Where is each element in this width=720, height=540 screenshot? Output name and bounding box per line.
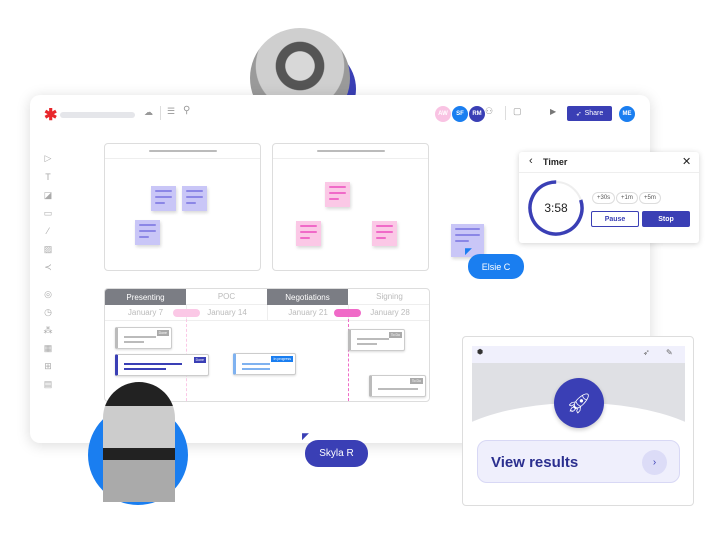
rocket-icon: 🚀︎ [566, 392, 592, 415]
tool-grid-icon[interactable]: ▦ [43, 343, 53, 353]
sticky-note[interactable] [325, 182, 350, 207]
sticky-note[interactable] [182, 186, 207, 211]
collaborator-avatar[interactable]: SF [452, 106, 468, 122]
tool-timer-icon[interactable]: ◷ [44, 307, 52, 317]
frame-2[interactable] [272, 143, 429, 271]
tool-shape-icon[interactable]: ▭ [43, 208, 53, 218]
user-photo-bottom [103, 382, 175, 502]
results-card: ⬢ ➶ ✎ 🚀︎ View results › [462, 336, 694, 506]
rocket-badge: 🚀︎ [554, 378, 604, 428]
chevron-right-icon: › [642, 450, 667, 475]
phase-poc[interactable]: POC [186, 289, 267, 305]
cursor-pointer-icon: ◤ [465, 246, 472, 256]
edit-icon[interactable]: ✎ [666, 348, 673, 357]
back-icon[interactable]: ‹ [529, 155, 533, 167]
tool-diagram-icon[interactable]: ⁂ [43, 325, 53, 335]
cursor-label-skyla: Skyla R [305, 440, 368, 467]
phase-negotiations[interactable]: Negotiations [267, 289, 348, 305]
collaborators-icon[interactable]: ⚇ [485, 106, 494, 116]
tool-image-icon[interactable]: ▨ [43, 244, 53, 254]
task-card[interactable]: Done [115, 354, 209, 376]
tool-sticky-icon[interactable]: ◪ [43, 190, 53, 200]
timer-progress-ring [528, 180, 584, 236]
task-card[interactable]: Done [115, 327, 172, 349]
task-card[interactable]: To Do [348, 329, 405, 351]
cursor-pointer-icon: ◤ [302, 431, 309, 441]
milestone-marker[interactable] [334, 309, 361, 317]
tool-view-icon[interactable]: ◎ [44, 289, 52, 299]
sticky-note[interactable] [151, 186, 176, 211]
send-icon[interactable]: ➶ [643, 348, 650, 357]
view-results-label: View results [491, 454, 579, 471]
timer-title: Timer [543, 157, 568, 167]
collaborator-avatar[interactable]: AW [435, 106, 451, 122]
phase-signing[interactable]: Signing [348, 289, 429, 305]
milestone-marker[interactable] [173, 309, 200, 317]
stop-button[interactable]: Stop [642, 211, 690, 227]
frame-title [149, 150, 217, 152]
tool-line-icon[interactable]: ⁄ [47, 226, 49, 236]
app-icon: ⬢ [477, 349, 484, 356]
my-avatar[interactable]: ME [619, 106, 635, 122]
sticky-note[interactable] [451, 224, 484, 257]
add-5m-button[interactable]: +5m [639, 192, 661, 204]
task-card[interactable]: In progress [233, 353, 296, 375]
add-1m-button[interactable]: +1m [616, 192, 638, 204]
cursor-label-elsie: Elsie C [468, 254, 524, 279]
timer-panel: ‹ Timer ✕ 3:58 +30s +1m +5m Pause Stop [519, 152, 699, 243]
comments-icon[interactable]: ▢ [513, 106, 522, 116]
logo-icon: ✱ [44, 107, 58, 124]
tool-select-icon[interactable]: ▷ [44, 153, 52, 163]
tool-add-frame-icon[interactable]: ⊞ [44, 361, 52, 371]
tool-doc-icon[interactable]: ▤ [43, 379, 53, 389]
board-title-placeholder[interactable] [60, 112, 135, 118]
date-label: January 21 [267, 305, 348, 321]
collaborator-avatar[interactable]: RM [469, 106, 485, 122]
task-card[interactable]: To Do [369, 375, 426, 397]
date-label: January 7 [105, 305, 186, 321]
pause-button[interactable]: Pause [591, 211, 639, 227]
timer-time: 3:58 [544, 201, 568, 215]
search-icon[interactable]: ⚲ [183, 105, 191, 116]
frame-title [317, 150, 385, 152]
share-button[interactable]: ➶Share [567, 106, 612, 121]
present-icon[interactable]: ▶ [550, 107, 557, 116]
share-label: Share [584, 110, 604, 117]
phase-presenting[interactable]: Presenting [105, 289, 186, 305]
add-30s-button[interactable]: +30s [592, 192, 616, 204]
menu-icon[interactable]: ☰ [167, 106, 176, 116]
send-icon: ➶ [575, 110, 582, 118]
close-icon[interactable]: ✕ [682, 156, 692, 168]
tool-text-icon[interactable]: T [45, 172, 51, 182]
cloud-sync-icon: ☁ [144, 107, 153, 117]
tool-connector-icon[interactable]: ≺ [44, 262, 52, 272]
sticky-note[interactable] [296, 221, 321, 246]
view-results-button[interactable]: View results › [477, 440, 680, 483]
divider [160, 106, 161, 120]
divider [505, 106, 506, 120]
sticky-note[interactable] [372, 221, 397, 246]
sticky-note[interactable] [135, 220, 160, 245]
timeline: Presenting POC Negotiations Signing Janu… [104, 288, 430, 402]
